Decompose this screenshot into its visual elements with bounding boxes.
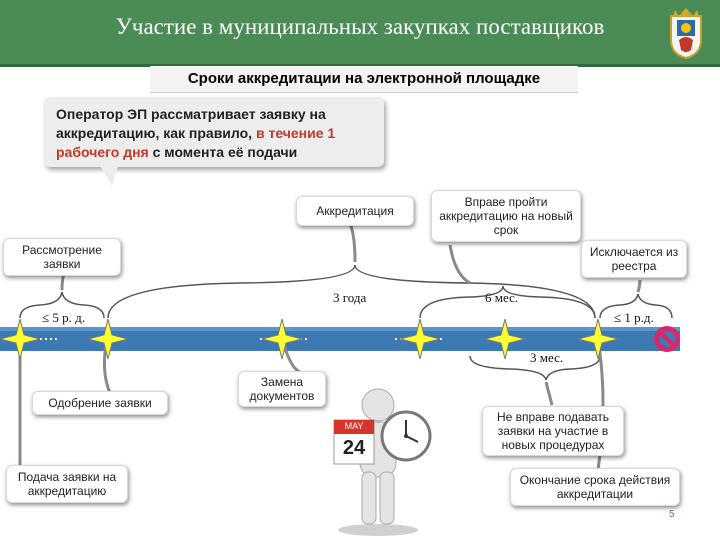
- clock-icon: [380, 410, 432, 462]
- prohibited-icon: [654, 326, 680, 352]
- star-icon: [261, 318, 303, 360]
- not-allowed-box: Не вправе подавать заявки на участие в н…: [482, 406, 624, 456]
- callout-text-part1: Оператор ЭП рассматривает заявку на аккр…: [56, 106, 326, 141]
- review-box: Рассмотрение заявки: [3, 238, 121, 276]
- brace-3-months-below: [469, 355, 601, 381]
- end-term-box: Окончание срока действия аккредитации: [510, 468, 680, 506]
- callout-text-part2: с момента её подачи: [148, 144, 298, 160]
- page-title: Участие в муниципальных закупках поставщ…: [115, 14, 605, 39]
- star-icon: [484, 318, 526, 360]
- three-months-label: 3 мес.: [530, 350, 564, 365]
- replace-docs-box: Замена документов: [238, 371, 326, 407]
- calendar-month: MAY: [344, 421, 364, 431]
- accreditation-box: Аккредитация: [296, 196, 414, 226]
- callout-tail: [100, 166, 118, 186]
- connector-accreditation: [348, 223, 357, 263]
- connector-excluded: [636, 279, 642, 293]
- coat-of-arms-icon: [670, 8, 702, 60]
- five-days-label: ≤ 5 р. д.: [42, 310, 85, 325]
- header-bar: Участие в муниципальных закупках поставщ…: [0, 0, 720, 67]
- calendar-day: 24: [342, 437, 366, 459]
- brace-6-months: [419, 285, 596, 319]
- calendar-icon: [333, 419, 375, 465]
- star-icon: [399, 318, 441, 360]
- slide-subtitle: Сроки аккредитации на электронной площад…: [150, 66, 578, 93]
- approval-box: Одобрение заявки: [32, 391, 168, 415]
- star-icon: [577, 318, 619, 360]
- brace-1-day: [599, 293, 673, 319]
- callout-text: Оператор ЭП рассматривает заявку на аккр…: [56, 105, 381, 162]
- star-icon: [0, 318, 41, 360]
- connector-not-allowed: [544, 381, 554, 406]
- excluded-box: Исключается из реестра: [581, 240, 687, 278]
- brace-3-years: [107, 264, 596, 319]
- operator-callout: Оператор ЭП рассматривает заявку на аккр…: [44, 97, 384, 167]
- callout-highlight: в течение 1 рабочего дня: [56, 125, 336, 160]
- six-months-label: 6 мес.: [485, 290, 519, 305]
- page-number: 5: [669, 509, 675, 520]
- star-icon: [87, 318, 129, 360]
- brace-5-days: [19, 291, 105, 319]
- one-day-label: ≤ 1 р.д.: [614, 310, 654, 325]
- connector-new-term: [448, 244, 471, 285]
- submit-box: Подача заявки на аккредитацию: [6, 465, 128, 503]
- three-years-label: 3 года: [333, 290, 367, 305]
- star-markers: [0, 318, 619, 360]
- new-term-box: Вправе пройти аккредитацию на новый срок: [431, 190, 581, 242]
